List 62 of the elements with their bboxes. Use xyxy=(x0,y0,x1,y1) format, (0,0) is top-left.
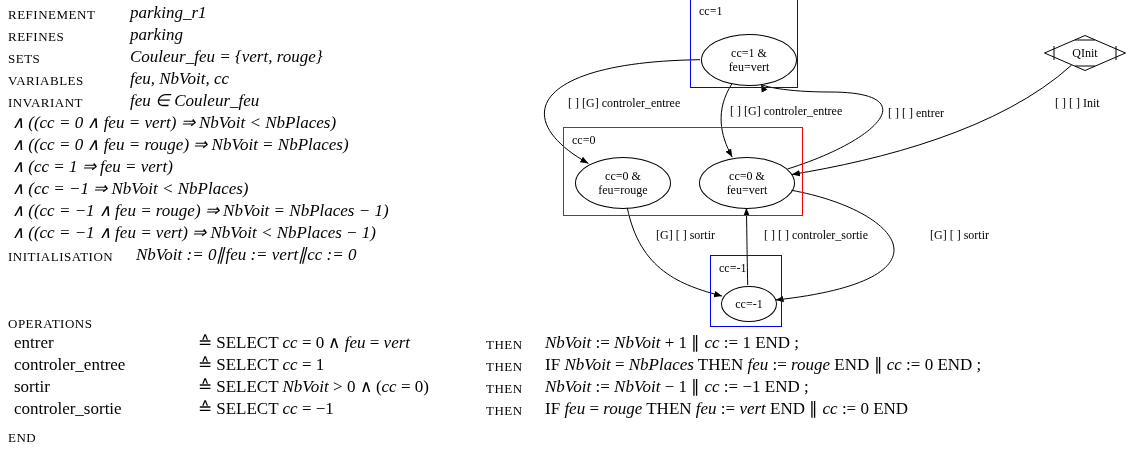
operation-name: sortir xyxy=(14,377,50,397)
edge-label: [ ] [ ] entrer xyxy=(888,106,944,120)
keyword: INITIALISATION xyxy=(8,248,114,266)
keyword: THEN xyxy=(486,380,523,398)
edge-label: [G] [ ] sortir xyxy=(930,228,989,242)
formula: feu, NbVoit, cc xyxy=(130,69,230,89)
state-group-box xyxy=(690,0,798,88)
operation-action: IF feu = rouge THEN feu := vert END ∥ cc := 0 END xyxy=(545,399,909,419)
formula: ∧ (cc = 1 ⇒ feu = vert) xyxy=(12,157,173,177)
formula: ∧ ((cc = 0 ∧ feu = vert) ⇒ NbVoit < NbPlaces) xyxy=(12,113,337,133)
state-label: cc=1 & feu=vert xyxy=(727,46,771,74)
operation-name: controler_entree xyxy=(14,355,126,375)
state-label: cc=-1 xyxy=(735,297,763,311)
arrow xyxy=(743,207,750,286)
formula: ∧ ((cc = −1 ∧ feu = vert) ⇒ NbVoit < NbPlaces − 1) xyxy=(12,223,376,243)
keyword: VARIABLES xyxy=(8,72,84,90)
operation-guard: ≙ SELECT cc = 1 xyxy=(198,355,325,375)
operation-action: IF NbVoit = NbPlaces THEN feu := rouge END ∥ cc := 0 END ; xyxy=(545,355,982,375)
formula: Couleur_feu = {vert, rouge} xyxy=(130,47,323,67)
arrow xyxy=(626,207,723,298)
state-label: cc=0 & feu=rouge xyxy=(597,169,649,197)
state-group-box xyxy=(563,127,803,216)
keyword: THEN xyxy=(486,358,523,376)
operation-name: entrer xyxy=(14,333,54,353)
initial-state-diamond xyxy=(1044,35,1126,71)
operation-action: NbVoit := NbVoit + 1 ∥ cc := 1 END ; xyxy=(545,333,800,353)
group-title: cc=0 xyxy=(572,133,596,147)
operation-guard: ≙ SELECT NbVoit > 0 ∧ (cc = 0) xyxy=(198,377,429,397)
edge-label: [ ] [G] controler_entree xyxy=(568,96,681,110)
group-title: cc=1 xyxy=(699,4,723,18)
operation-guard: ≙ SELECT cc = 0 ∧ feu = vert xyxy=(198,333,411,353)
formula: ∧ ((cc = −1 ∧ feu = rouge) ⇒ NbVoit = NbPlaces − 1) xyxy=(12,201,389,221)
state-label: cc=0 & feu=vert xyxy=(725,169,769,197)
keyword: THEN xyxy=(486,336,523,354)
edge-label: [ ] [ ] Init xyxy=(1055,96,1100,110)
formula: parking_r1 xyxy=(130,3,207,23)
formula: ∧ ((cc = 0 ∧ feu = rouge) ⇒ NbVoit = NbPlaces) xyxy=(12,135,349,155)
formula: parking xyxy=(130,25,183,45)
operation-name: controler_sortie xyxy=(14,399,122,419)
keyword: THEN xyxy=(486,402,523,420)
keyword: REFINES xyxy=(8,28,65,46)
keyword: REFINEMENT xyxy=(8,6,96,24)
state-group-box xyxy=(710,255,782,327)
arrow xyxy=(775,189,894,302)
edge-label: [G] [ ] sortir xyxy=(656,228,715,242)
edge-label: [ ] [G] controler_entree xyxy=(730,104,843,118)
operation-action: NbVoit := NbVoit − 1 ∥ cc := −1 END ; xyxy=(545,377,809,397)
arrow xyxy=(720,83,733,158)
keyword: OPERATIONS xyxy=(8,315,93,333)
formula: feu ∈ Couleur_feu xyxy=(130,91,260,111)
arrow xyxy=(544,59,701,164)
formula: ∧ (cc = −1 ⇒ NbVoit < NbPlaces) xyxy=(12,179,249,199)
arrow xyxy=(791,64,1073,177)
group-title: cc=-1 xyxy=(719,261,747,275)
keyword: SETS xyxy=(8,50,41,68)
arrow xyxy=(760,83,883,170)
keyword: END xyxy=(8,429,37,447)
operation-guard: ≙ SELECT cc = −1 xyxy=(198,399,334,419)
edge-label: [ ] [ ] controler_sortie xyxy=(764,228,868,242)
state-label: QInit xyxy=(1072,46,1098,60)
formula: NbVoit := 0∥feu := vert∥cc := 0 xyxy=(136,245,357,265)
keyword: INVARIANT xyxy=(8,94,84,112)
